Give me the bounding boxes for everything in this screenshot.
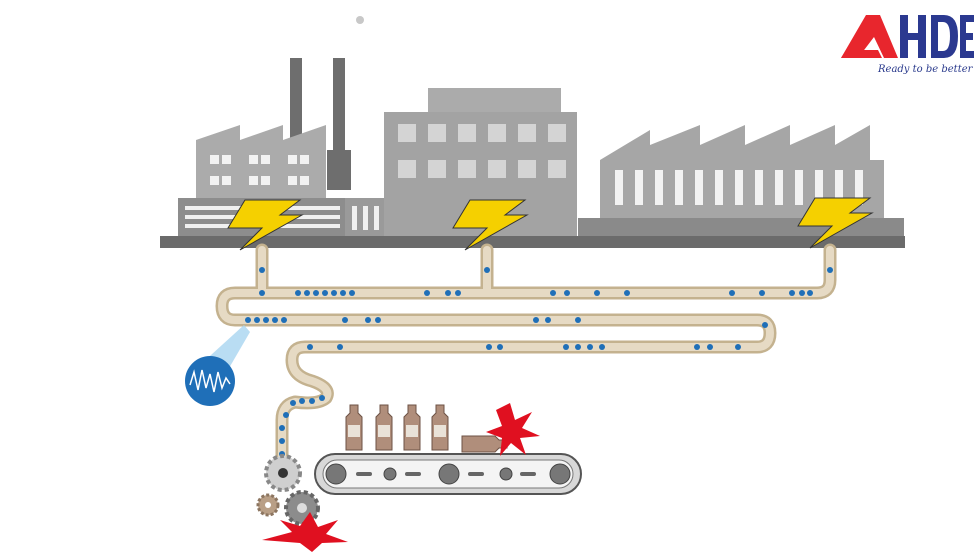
current-dot <box>272 317 278 323</box>
current-dot <box>550 290 556 296</box>
current-dot <box>337 344 343 350</box>
current-dot <box>545 317 551 323</box>
current-dot <box>762 322 768 328</box>
current-dot <box>279 425 285 431</box>
current-dot <box>424 290 430 296</box>
current-dot <box>349 290 355 296</box>
current-dot <box>259 290 265 296</box>
current-dot <box>290 400 296 406</box>
current-dot <box>497 344 503 350</box>
current-dot <box>322 290 328 296</box>
current-dot <box>807 290 813 296</box>
current-dot <box>245 317 251 323</box>
spark-burst-icon <box>262 403 540 552</box>
current-dot <box>295 290 301 296</box>
current-dot <box>575 344 581 350</box>
current-dot <box>309 398 315 404</box>
current-dot <box>319 395 325 401</box>
current-dot <box>735 344 741 350</box>
current-dot <box>484 267 490 273</box>
current-dot <box>694 344 700 350</box>
ground-strip <box>160 236 905 248</box>
current-dot <box>564 290 570 296</box>
current-dot <box>259 267 265 273</box>
lightning-bolt-icon <box>227 197 874 251</box>
power-quality-meter-icon <box>185 325 250 406</box>
conveyor-belt <box>314 453 582 495</box>
current-dot <box>304 290 310 296</box>
current-dot <box>599 344 605 350</box>
current-dot <box>281 317 287 323</box>
current-dot <box>455 290 461 296</box>
current-dot <box>365 317 371 323</box>
current-dot <box>331 290 337 296</box>
current-dot <box>789 290 795 296</box>
current-dot <box>283 412 289 418</box>
current-dot <box>533 317 539 323</box>
current-dot <box>575 317 581 323</box>
current-dot <box>375 317 381 323</box>
bottle-icon <box>345 404 508 453</box>
current-dot <box>263 317 269 323</box>
current-dot <box>827 267 833 273</box>
current-dot <box>563 344 569 350</box>
current-dot <box>729 290 735 296</box>
current-dot <box>279 438 285 444</box>
current-dot <box>254 317 260 323</box>
current-dot <box>299 398 305 404</box>
current-dot <box>445 290 451 296</box>
current-dot <box>707 344 713 350</box>
current-dot <box>313 290 319 296</box>
current-dot <box>799 290 805 296</box>
current-dot <box>486 344 492 350</box>
current-dots <box>245 267 833 457</box>
current-dot <box>759 290 765 296</box>
smoke-puff <box>356 16 364 24</box>
current-dot <box>342 317 348 323</box>
current-dot <box>594 290 600 296</box>
current-dot <box>587 344 593 350</box>
ahde-logo <box>841 15 974 58</box>
current-dot <box>624 290 630 296</box>
logo-tagline: Ready to be better <box>878 64 973 75</box>
current-dot <box>307 344 313 350</box>
current-dot <box>340 290 346 296</box>
